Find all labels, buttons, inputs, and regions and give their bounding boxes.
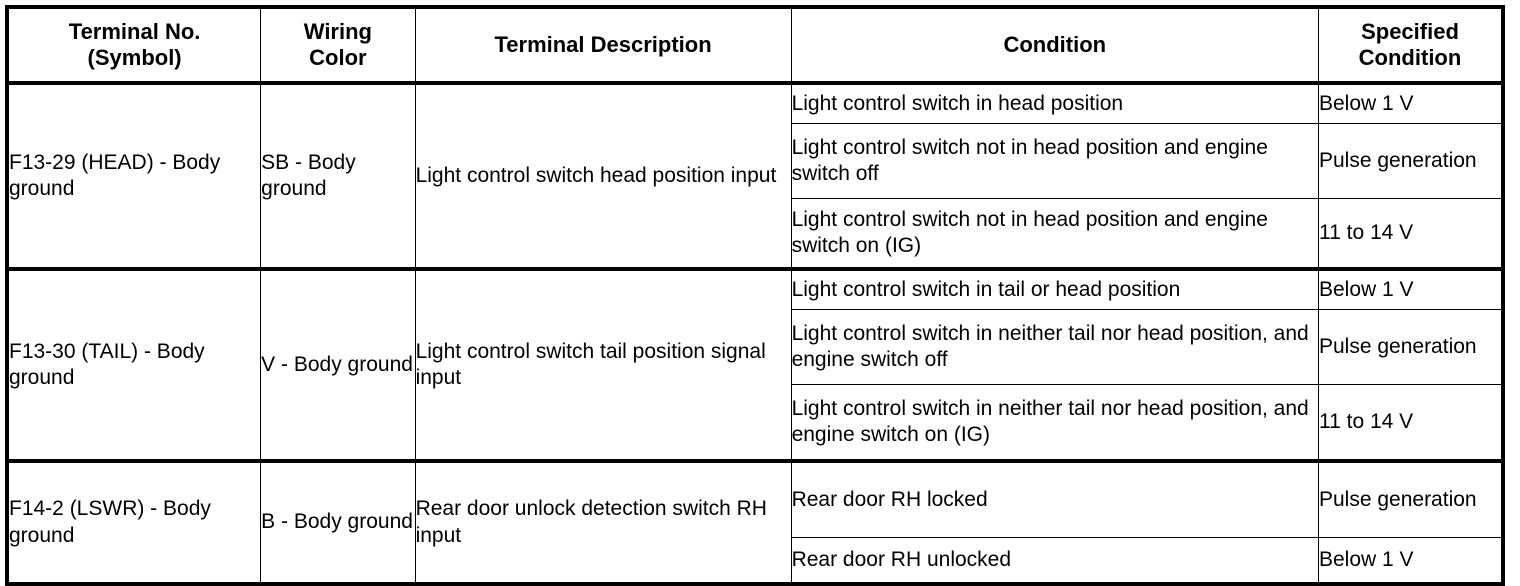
cell-specified-condition: Below 1 V — [1317, 81, 1504, 124]
column-header-terminal-no-line2: (Symbol) — [87, 45, 182, 70]
cell-condition: Rear door RH locked — [790, 459, 1319, 538]
column-header-condition-line1: Condition — [1003, 32, 1107, 58]
cell-condition: Light control switch in tail or head pos… — [790, 267, 1319, 310]
cell-terminal-description: Light control switch head position input — [414, 81, 792, 270]
cell-condition: Light control switch in neither tail nor… — [790, 309, 1319, 385]
cell-specified-condition: 11 to 14 V — [1317, 198, 1504, 270]
cell-condition: Light control switch in head position — [790, 81, 1319, 124]
cell-wiring-color: SB - Body ground — [260, 81, 416, 270]
column-header-specified-condition-line2: Condition — [1358, 45, 1462, 70]
cell-condition: Light control switch not in head positio… — [790, 198, 1319, 270]
table-header-row: Terminal No. (Symbol) Wiring Color Termi… — [6, 6, 1504, 84]
cell-specified-condition: Pulse generation — [1317, 309, 1504, 385]
cell-condition: Rear door RH unlocked — [790, 537, 1319, 585]
column-header-specified-condition-line1: Specified — [1361, 19, 1459, 45]
cell-terminal-description: Rear door unlock detection switch RH inp… — [414, 459, 792, 585]
column-header-terminal-description-line1: Terminal Description — [494, 32, 712, 58]
terminal-specification-table: Terminal No. (Symbol) Wiring Color Termi… — [5, 5, 1505, 586]
column-header-terminal-no: Terminal No. (Symbol) — [6, 6, 262, 84]
cell-wiring-color: B - Body ground — [260, 459, 416, 585]
table-row: Light control switch in neither tail nor… — [7, 384, 1504, 462]
cell-condition: Light control switch not in head positio… — [790, 123, 1319, 199]
table-header: Terminal No. (Symbol) Wiring Color Termi… — [6, 6, 1504, 84]
table-row: Light control switch in neither tail nor… — [7, 309, 1504, 385]
column-header-terminal-no-line1: Terminal No. — [68, 19, 201, 45]
cell-specified-condition: 11 to 14 V — [1317, 384, 1504, 462]
column-header-wiring-color: Wiring Color — [260, 6, 416, 84]
cell-terminal-no: F13-30 (TAIL) - Body ground — [6, 267, 262, 462]
column-header-specified-condition: Specified Condition — [1317, 6, 1504, 84]
column-header-terminal-description: Terminal Description — [414, 6, 792, 84]
cell-wiring-color: V - Body ground — [260, 267, 416, 462]
cell-specified-condition: Pulse generation — [1317, 123, 1504, 199]
table-row: Light control switch not in head positio… — [7, 123, 1504, 199]
cell-condition: Light control switch in neither tail nor… — [790, 384, 1319, 462]
cell-specified-condition: Below 1 V — [1317, 537, 1504, 585]
table-row: F13-29 (HEAD) - Body ground SB - Body gr… — [6, 81, 1504, 270]
document-page: Terminal No. (Symbol) Wiring Color Termi… — [5, 5, 1505, 586]
table-row: Light control switch not in head positio… — [7, 198, 1504, 270]
column-header-wiring-color-line2: Color — [309, 45, 367, 70]
cell-terminal-description: Light control switch tail position signa… — [414, 267, 792, 462]
cell-specified-condition: Pulse generation — [1317, 459, 1504, 538]
cell-terminal-no: F13-29 (HEAD) - Body ground — [6, 81, 262, 270]
column-header-wiring-color-line1: Wiring — [303, 19, 372, 45]
column-header-condition: Condition — [790, 6, 1319, 84]
table-row: F13-30 (TAIL) - Body ground V - Body gro… — [6, 267, 1504, 462]
cell-specified-condition: Below 1 V — [1317, 267, 1504, 310]
table-row: F14-2 (LSWR) - Body ground B - Body grou… — [6, 459, 1504, 585]
cell-terminal-no: F14-2 (LSWR) - Body ground — [6, 459, 262, 585]
table-body: F13-29 (HEAD) - Body ground SB - Body gr… — [6, 81, 1504, 585]
